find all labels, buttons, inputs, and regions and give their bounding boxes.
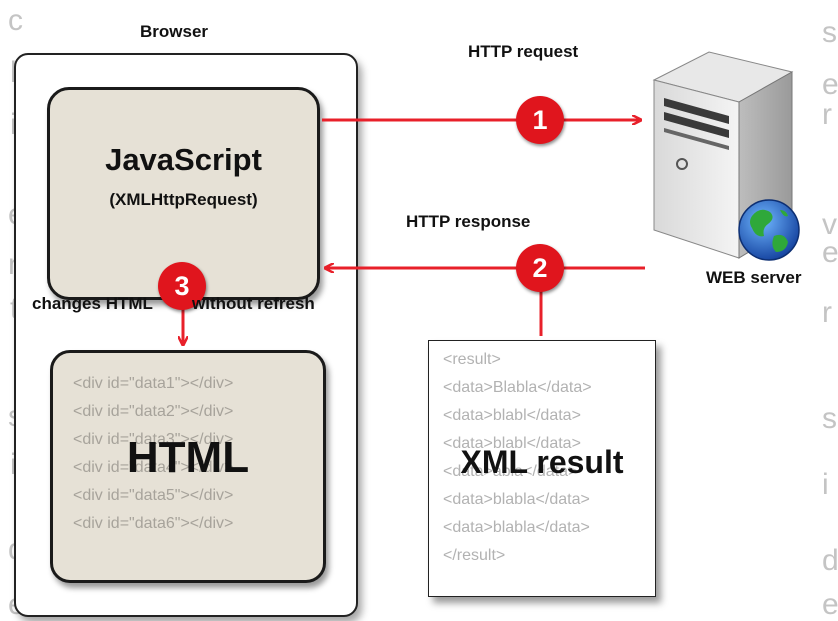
without-refresh-label: without refresh (192, 294, 315, 313)
javascript-box: JavaScript (XMLHttpRequest) (47, 87, 320, 300)
http-response-label: HTTP response (406, 212, 531, 231)
side-letter: l (10, 58, 17, 88)
side-letter: e (822, 588, 838, 621)
html-code-line: <div id="data1"></div> (73, 375, 234, 392)
xml-code-line: <data>blabl</data> (443, 435, 581, 452)
javascript-subtitle: (XMLHttpRequest) (109, 190, 258, 209)
side-letter: v (822, 208, 837, 241)
side-letter: e (822, 236, 838, 269)
xml-result-box: <result> <data>Blabla</data> <data>blabl… (428, 340, 656, 597)
html-box: <div id="data1"></div> <div id="data2"><… (50, 350, 326, 583)
browser-label: Browser (140, 22, 209, 41)
html-code-line: <div id="data6"></div> (73, 515, 234, 532)
xml-code-line: </result> (443, 547, 506, 564)
xml-code-line: <data>blabla</data> (443, 491, 590, 508)
side-letter: r (822, 98, 832, 131)
web-server-label: WEB server (706, 268, 802, 287)
side-letter: s (822, 402, 837, 435)
side-letter: d (822, 544, 838, 577)
xml-code-line: <data>Blabla</data> (443, 379, 592, 396)
html-code-line: <div id="data2"></div> (73, 403, 234, 420)
xml-code-line: <result> (443, 351, 501, 368)
xml-code-line: <data>abla</data> (443, 463, 578, 480)
step-2-badge: 2 (516, 244, 564, 292)
html-code-line: <div id="data3"></div> (73, 431, 234, 448)
side-letter: i (10, 110, 17, 140)
html-code-line: <div id="data5"></div> (73, 487, 234, 504)
html-code-line: <div id="data4"></div> (73, 459, 234, 476)
xml-result-title: XML result (460, 444, 624, 480)
step-1-badge: 1 (516, 96, 564, 144)
xml-code-line: <data>blabl</data> (443, 407, 581, 424)
javascript-title: JavaScript (105, 142, 262, 177)
http-request-label: HTTP request (468, 42, 579, 61)
side-letter: r (822, 296, 832, 329)
side-letter: c (8, 4, 23, 37)
side-letter: i (10, 450, 17, 480)
html-title: HTML (126, 433, 250, 482)
side-letter: i (822, 468, 829, 501)
xml-code-line: <data>blabla</data> (443, 519, 590, 536)
step-3-badge: 3 (158, 262, 206, 310)
side-letter: e (822, 68, 838, 101)
changes-html-label: changes HTML (32, 294, 153, 313)
side-letter: s (822, 16, 837, 49)
server-icon (652, 51, 800, 261)
